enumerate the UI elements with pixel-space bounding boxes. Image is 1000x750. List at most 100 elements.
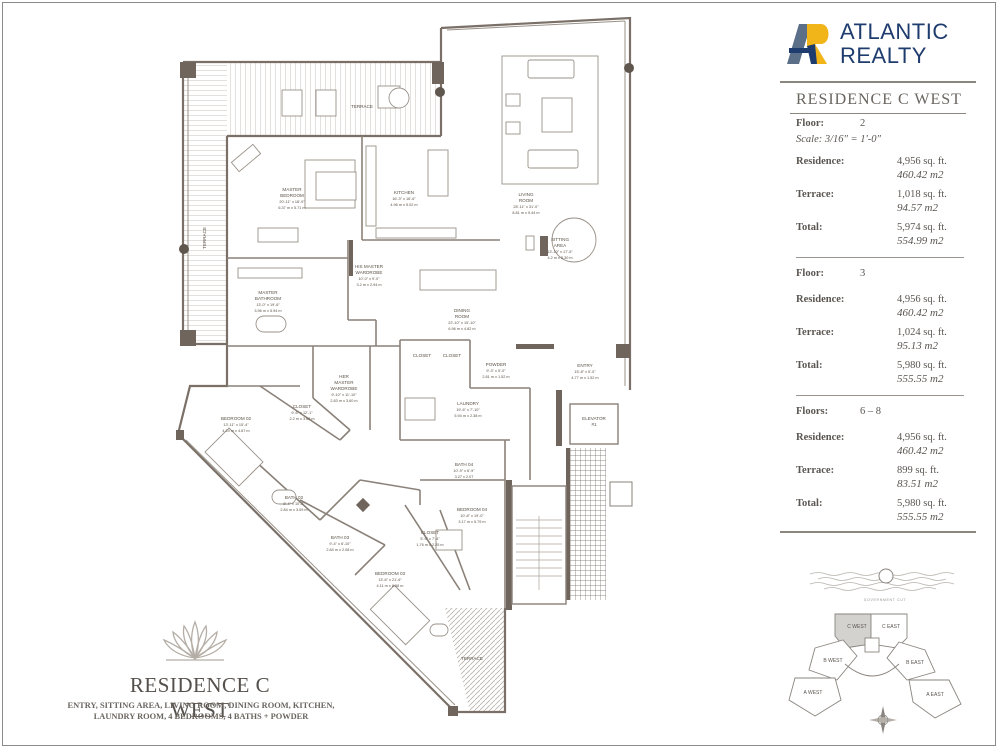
water-waves-icon: [809, 568, 955, 591]
label-closet-2: CLOSET: [443, 353, 462, 358]
floors-6-8-residence-row: Residence:4,956 sq. ft.460.42 m2: [796, 432, 974, 465]
total-m2: 555.55 m2: [897, 511, 944, 523]
brand-name: ATLANTIC REALTY: [840, 20, 990, 68]
total-label: Total:: [796, 498, 823, 509]
key-label-a-west: A WEST: [804, 690, 823, 696]
dim-closet-b2-m: 2.2 m x 3.68 m: [289, 417, 314, 421]
dim-master-bedroom: 20'-11" x 18'-9": [279, 200, 305, 204]
key-label-b-west: B WEST: [823, 658, 842, 664]
dim-closet-b4: 5'-9" x 7'-4": [420, 537, 440, 541]
lotus-icon: [162, 620, 228, 661]
label-terrace-bottom: TERRACE: [461, 656, 483, 661]
residence-sqft: 4,956 sq. ft.: [897, 156, 947, 167]
floor-3-value: 3: [860, 268, 866, 279]
dim-dining: 22'-10" x 15'-10": [448, 321, 476, 325]
dim-living: 28'-11" x 31'-0": [513, 205, 539, 209]
dim-bedroom-3: 13'-6" x 21'-6": [378, 578, 402, 582]
dim-closet-b4-m: 1.76 m x 2.25 m: [416, 543, 443, 547]
terrace-sqft: 1,018 sq. ft.: [897, 189, 947, 200]
floors-6-8-total-row: Total: 5,980 sq. ft. 555.55 m2: [796, 498, 974, 531]
dim-bath-4-m: 3.27 x 2.07: [455, 475, 474, 479]
dim-his-wardrobe-m: 3.2 m x 2.94 m: [356, 283, 381, 287]
terrace-m2: 95.13 m2: [897, 340, 938, 352]
floor-3-residence-row: Residence: 4,956 sq. ft. 460.42 m2: [796, 294, 974, 327]
floor-2-heading: Floor:2: [796, 118, 974, 134]
label-sitting: SITTING: [551, 237, 570, 242]
dim-bedroom-4: 10'-8" x 19'-0": [460, 514, 484, 518]
brand-name-line-1: ATLANTIC: [840, 19, 949, 44]
dim-bath-3-m: 2.84 m x 2.08 m: [326, 548, 353, 552]
residence-sqft: 4,956 sq. ft.: [897, 294, 947, 305]
label-master-bath: MASTER: [258, 290, 278, 295]
key-label-c-east: C EAST: [882, 624, 900, 630]
elevator-2: [609, 481, 633, 507]
floor-plan: TERRACE TERRACE TERRACE MASTER BEDROOM 2…: [176, 16, 634, 716]
label-laundry: LAUNDRY: [457, 401, 479, 406]
residence-title: RESIDENCE C WEST: [129, 673, 271, 722]
label-his-wardrobe-2: WARDROBE: [356, 270, 383, 275]
label-bath-2: BATH 02: [285, 495, 304, 500]
residence-m2: 460.42 m2: [897, 169, 944, 181]
floors-6-8-value: 6 – 8: [860, 406, 881, 417]
dim-dining-m: 6.96 m x 4.82 m: [448, 327, 475, 331]
divider-title: [790, 113, 966, 114]
dim-sitting: 13'-10" x 17'-5": [547, 250, 573, 254]
key-b-east: [886, 641, 936, 681]
dim-sitting-m: 4.2 m x 5.30 m: [547, 256, 572, 260]
dim-bedroom-4-m: 3.17 m x 5.79 m: [458, 520, 485, 524]
dim-bath-2: 8'-4" x 10'-2": [283, 502, 305, 506]
atlantic-realty-logo-icon: [785, 20, 833, 66]
label-bath-4: BATH 04: [455, 462, 474, 467]
total-sqft: 5,980 sq. ft.: [897, 498, 947, 509]
label-his-wardrobe: HIS MASTER: [355, 264, 384, 269]
north-arrow-icon: [869, 706, 897, 734]
dim-kitchen-m: 4.96 m x 5.02 m: [390, 203, 417, 207]
terrace-left: [183, 62, 227, 344]
dim-laundry-m: 5.94 m x 2.38 m: [454, 414, 481, 418]
residence-description-line-2: LAUNDRY ROOM, 4 BEDROOMS, 4 BATHS + POWD…: [93, 712, 309, 721]
label-entry: ENTRY: [577, 363, 593, 368]
label-sitting-2: AREA: [554, 243, 567, 248]
section-floor-3: Floor:3 Residence: 4,956 sq. ft. 460.42 m2…: [796, 268, 974, 396]
key-label-c-west: C WEST: [847, 624, 866, 630]
floor-2-total-row: Total:5,974 sq. ft.554.99 m2: [796, 222, 974, 255]
total-m2: 555.55 m2: [897, 373, 944, 385]
panel-title: RESIDENCE C WEST: [796, 91, 962, 108]
divider-floor-3: [796, 395, 964, 396]
dim-master-bath-m: 3.96 m x 5.94 m: [254, 309, 281, 313]
label-closet-1: CLOSET: [413, 353, 432, 358]
section-floor-2: Floor:2 Scale: 3/16" = 1'-0" Residence:4…: [796, 118, 974, 258]
terrace-bottom: [445, 608, 505, 712]
dim-bath-4: 10'-9" x 6'-9": [453, 469, 475, 473]
building-key-plan: C WEST C EAST B WEST B EAST A WEST A EAS…: [788, 613, 962, 734]
label-bedroom-3: BEDROOM 03: [375, 571, 406, 576]
residence-m2: 460.42 m2: [897, 307, 944, 319]
label-living: LIVING: [518, 192, 533, 197]
floors-6-8-label: Floors:: [796, 406, 829, 417]
government-cut-label: GOVERNMENT CUT: [863, 598, 907, 602]
key-label-a-east: A EAST: [926, 692, 944, 698]
label-master-bedroom-2: BEDROOM: [280, 193, 304, 198]
residence-label: Residence:: [796, 156, 845, 167]
residence-description-line-1: ENTRY, SITTING AREA, LIVING ROOM, DINING…: [67, 701, 335, 710]
floor-3-heading: Floor:3: [796, 268, 974, 284]
dim-living-m: 8.81 m x 9.44 m: [512, 211, 539, 215]
label-bedroom-2: BEDROOM 02: [221, 416, 252, 421]
total-m2: 554.99 m2: [897, 235, 944, 247]
key-c-west[interactable]: [834, 613, 872, 649]
label-her-wardrobe-2: MASTER: [334, 380, 354, 385]
label-elevator-num: #1: [591, 422, 597, 427]
dim-master-bath: 13'-0" x 19'-6": [256, 303, 280, 307]
label-kitchen: KITCHEN: [394, 190, 414, 195]
floor-2-residence-row: Residence: 4,956 sq. ft. 460.42 m2: [796, 156, 974, 189]
terrace-label: Terrace:: [796, 189, 835, 200]
brand-name-line-2: REALTY: [840, 43, 927, 68]
dim-bedroom-2: 13'-11" x 15'-4": [223, 423, 249, 427]
label-powder: POWDER: [486, 362, 507, 367]
label-master-bedroom: MASTER: [282, 187, 302, 192]
dim-entry-m: 4.77 m x 1.52 m: [571, 376, 598, 380]
window-lines: [185, 20, 626, 706]
label-elevator: ELEVATOR: [582, 416, 606, 421]
residence-label: Residence:: [796, 294, 845, 305]
dim-powder: 9'-3" x 5'-0": [486, 369, 506, 373]
